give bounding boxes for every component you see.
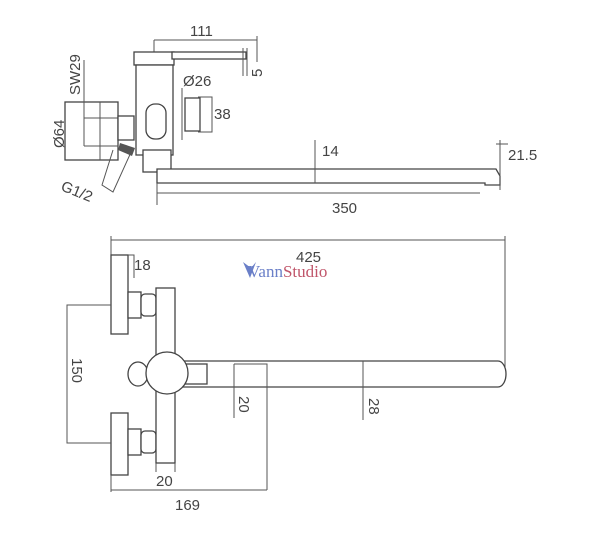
dim-5-line — [242, 48, 248, 76]
thread-hatch — [118, 143, 135, 156]
watermark-part2: Studio — [283, 262, 327, 281]
dim-20-body-label: 20 — [156, 473, 173, 490]
body-oval — [145, 103, 167, 140]
dim-38-label: 38 — [214, 106, 231, 123]
dim-20-spout-label: 20 — [235, 396, 252, 413]
bottom-connector — [140, 430, 157, 454]
spout-side — [156, 168, 501, 186]
dim-111-line — [153, 36, 258, 62]
dim-sw29-label: SW29 — [67, 54, 84, 95]
dim-111-label: 111 — [190, 23, 213, 40]
handle-lever — [171, 51, 247, 60]
dim-350-label: 350 — [332, 200, 357, 217]
dim-20-spout-line — [233, 363, 268, 490]
watermark-logo: VannStudio — [243, 262, 327, 281]
flange-detail — [83, 60, 118, 160]
thread-leader — [101, 149, 133, 193]
side-outlet — [184, 97, 201, 132]
dim-38-line — [198, 96, 213, 133]
dim-21-5-line — [496, 140, 508, 190]
dim-21-5-label: 21.5 — [508, 147, 537, 164]
top-flange — [110, 254, 129, 335]
dim-150-label: 150 — [68, 358, 85, 383]
dim-169-line — [110, 463, 267, 492]
dim-g12-label: G1/2 — [59, 178, 96, 206]
dim-18-label: 18 — [134, 257, 151, 274]
handle-lever-top — [127, 361, 149, 387]
bottom-nut — [127, 428, 142, 456]
watermark-v-icon — [243, 262, 256, 278]
dim-169-label: 169 — [175, 497, 200, 514]
wall-flange — [64, 101, 119, 161]
dim-14-label: 14 — [322, 143, 339, 160]
dim-350-line — [156, 140, 480, 205]
watermark-part1: Vann — [248, 262, 283, 281]
spout-top — [174, 360, 507, 388]
dim-5-label: 5 — [249, 69, 266, 77]
handle-cap — [133, 51, 175, 66]
dim-d26-label: Ø26 — [183, 73, 211, 90]
top-view: 425 VannStudio 18 150 20 28 20 169 — [66, 236, 507, 514]
connector-nut — [117, 115, 135, 141]
dim-d64-label: Ø64 — [51, 120, 68, 148]
dim-150-line — [66, 304, 111, 444]
top-connector — [140, 293, 157, 317]
side-view: 111 5 Ø26 38 Ø64 SW29 G1/2 14 350 21.5 — [51, 23, 537, 217]
handle-circle — [145, 351, 189, 395]
bottom-flange — [110, 412, 129, 476]
dim-18-line — [128, 254, 135, 278]
dim-425-line — [110, 236, 506, 373]
dim-28-label: 28 — [365, 398, 382, 415]
svg-text:VannStudio: VannStudio — [248, 262, 327, 281]
top-nut — [127, 291, 142, 319]
dim-425-label: 425 — [296, 249, 321, 266]
